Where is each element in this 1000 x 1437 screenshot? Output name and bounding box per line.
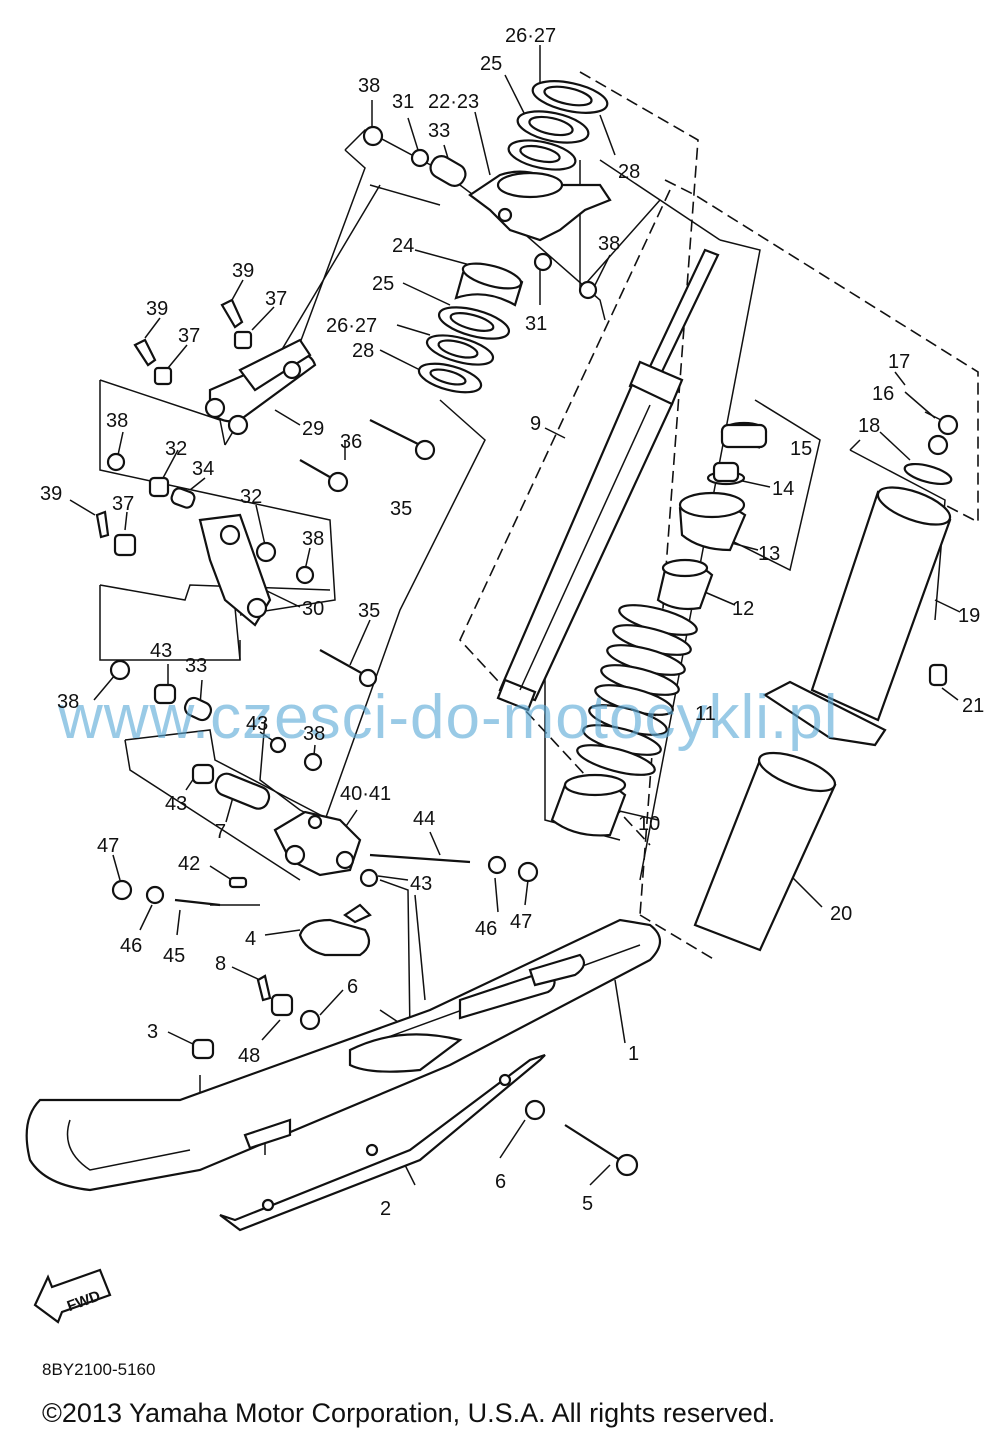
label-15: 15 xyxy=(790,438,812,460)
label-37c: 37 xyxy=(112,493,134,515)
label-43d: 43 xyxy=(410,873,432,895)
label-38f: 38 xyxy=(303,723,325,745)
label-38e: 38 xyxy=(57,691,79,713)
label-8: 8 xyxy=(215,953,226,975)
label-42: 42 xyxy=(178,853,200,875)
label-34: 34 xyxy=(192,458,214,480)
link-hardware xyxy=(95,125,598,688)
label-47b: 47 xyxy=(510,911,532,933)
spindle-hardware xyxy=(109,659,539,907)
label-37b: 37 xyxy=(178,325,200,347)
ski xyxy=(25,918,662,1232)
label-40-41: 40·41 xyxy=(340,783,391,805)
label-38a: 38 xyxy=(358,75,380,97)
steering-arm-group xyxy=(468,80,612,272)
label-35b: 35 xyxy=(358,600,380,622)
label-14: 14 xyxy=(772,478,794,500)
label-26-27b: 26·27 xyxy=(326,315,377,337)
label-22-23: 22·23 xyxy=(428,91,479,113)
label-30: 30 xyxy=(302,598,324,620)
label-45: 45 xyxy=(163,945,185,967)
label-48: 48 xyxy=(238,1045,260,1067)
label-46a: 46 xyxy=(120,935,142,957)
label-44: 44 xyxy=(413,808,435,830)
label-39a: 39 xyxy=(232,260,254,282)
bearing-stack xyxy=(417,262,524,394)
label-13: 13 xyxy=(758,543,780,565)
label-38d: 38 xyxy=(302,528,324,550)
strut-shaft xyxy=(496,248,720,712)
ski-hardware xyxy=(191,903,639,1177)
label-1: 1 xyxy=(628,1043,639,1065)
label-2: 2 xyxy=(380,1198,391,1220)
fwd-arrow: FWD xyxy=(33,1268,112,1324)
label-7: 7 xyxy=(215,821,226,843)
label-17: 17 xyxy=(888,351,910,373)
label-25b: 25 xyxy=(372,273,394,295)
label-28b: 28 xyxy=(352,340,374,362)
label-46b: 46 xyxy=(475,918,497,940)
label-31b: 31 xyxy=(525,313,547,335)
label-43b: 43 xyxy=(246,713,268,735)
label-11: 11 xyxy=(695,703,716,725)
watermark: www.czesci-do-motocykli.pl xyxy=(57,683,839,752)
label-33b: 33 xyxy=(185,655,207,677)
label-5: 5 xyxy=(582,1193,593,1215)
spring-assembly xyxy=(550,421,768,837)
part-code: 8BY2100-5160 xyxy=(42,1360,155,1379)
label-32b: 32 xyxy=(240,486,262,508)
label-43c: 43 xyxy=(165,793,187,815)
label-10: 10 xyxy=(638,813,660,835)
label-16: 16 xyxy=(872,383,894,405)
label-3: 3 xyxy=(147,1021,158,1043)
label-18: 18 xyxy=(858,415,880,437)
label-24: 24 xyxy=(392,235,414,257)
label-32a: 32 xyxy=(165,438,187,460)
label-31a: 31 xyxy=(392,91,414,113)
label-29: 29 xyxy=(302,418,324,440)
label-28a: 28 xyxy=(618,161,640,183)
label-21: 21 xyxy=(962,695,984,717)
coil-spring xyxy=(576,604,698,776)
label-26-27a: 26·27 xyxy=(505,25,556,47)
label-19: 19 xyxy=(958,605,980,627)
label-33a: 33 xyxy=(428,120,450,142)
label-43a: 43 xyxy=(150,640,172,662)
label-20: 20 xyxy=(830,903,852,925)
label-6a: 6 xyxy=(347,976,358,998)
label-39b: 39 xyxy=(146,298,168,320)
copyright-text: ©2013 Yamaha Motor Corporation, U.S.A. A… xyxy=(42,1398,775,1428)
label-9: 9 xyxy=(530,413,541,435)
label-4: 4 xyxy=(245,928,256,950)
part-labels: 1 2 3 4 5 6 6 7 8 9 10 11 12 13 14 15 16… xyxy=(40,25,984,1220)
cover-tubes xyxy=(693,414,959,952)
label-12: 12 xyxy=(732,598,754,620)
label-35a: 35 xyxy=(390,498,412,520)
label-47a: 47 xyxy=(97,835,119,857)
label-39c: 39 xyxy=(40,483,62,505)
label-6b: 6 xyxy=(495,1171,506,1193)
label-37a: 37 xyxy=(265,288,287,310)
label-38b: 38 xyxy=(598,233,620,255)
label-38c: 38 xyxy=(106,410,128,432)
label-25a: 25 xyxy=(480,53,502,75)
label-36: 36 xyxy=(340,431,362,453)
